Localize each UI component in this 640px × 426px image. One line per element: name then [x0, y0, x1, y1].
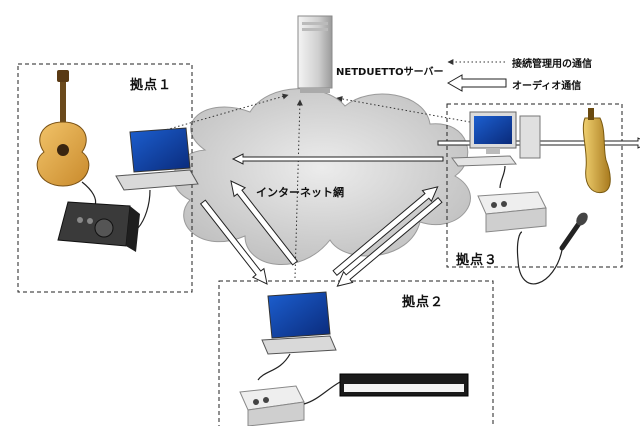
- cloud-label: インターネット網: [256, 186, 344, 199]
- site-2-cable-b: [303, 381, 341, 405]
- site-2-box: [218, 280, 494, 426]
- audio-arrow-3-to-1: [231, 153, 444, 165]
- legend-audio-arrow: [446, 74, 507, 92]
- site-2-cable-a: [257, 353, 291, 381]
- keyboard-icon: [339, 373, 469, 397]
- saxophone-icon: [582, 108, 611, 194]
- audio-arrows: [199, 74, 640, 287]
- laptop-1-icon: [115, 127, 199, 191]
- mic-cable: [516, 231, 563, 285]
- audio-arrow-1-to-2: [199, 199, 268, 285]
- server-icon: [297, 15, 333, 93]
- laptop-2-icon: [261, 291, 337, 355]
- legend-control-label: 接続管理用の通信: [512, 59, 592, 70]
- site-1-cable: [137, 189, 151, 229]
- audio-arrow-2-to-1: [230, 180, 299, 266]
- desktop-pc-icon: [451, 111, 541, 167]
- audio-interface-2-icon: [239, 385, 305, 426]
- site-3-cable-a: [499, 165, 506, 189]
- site-1-label: 拠点１: [130, 78, 173, 93]
- site-3-box: [446, 103, 623, 268]
- internet-cloud: [173, 88, 471, 265]
- audio-arrow-2-to-3: [332, 186, 439, 277]
- site-2-label: 拠点２: [402, 295, 445, 310]
- site-3-label: 拠点３: [456, 253, 499, 268]
- audio-interface-3-icon: [477, 191, 547, 233]
- microphone-icon: [559, 212, 588, 251]
- server-label: NETDUETTOサーバー: [336, 67, 444, 78]
- control-connections: [154, 59, 505, 279]
- legend-audio-label: オーディオ通信: [512, 81, 582, 92]
- audio-interface-1-icon: [57, 201, 140, 252]
- guitar-icon: [36, 70, 90, 187]
- audio-arrow-3-to-2: [336, 196, 443, 287]
